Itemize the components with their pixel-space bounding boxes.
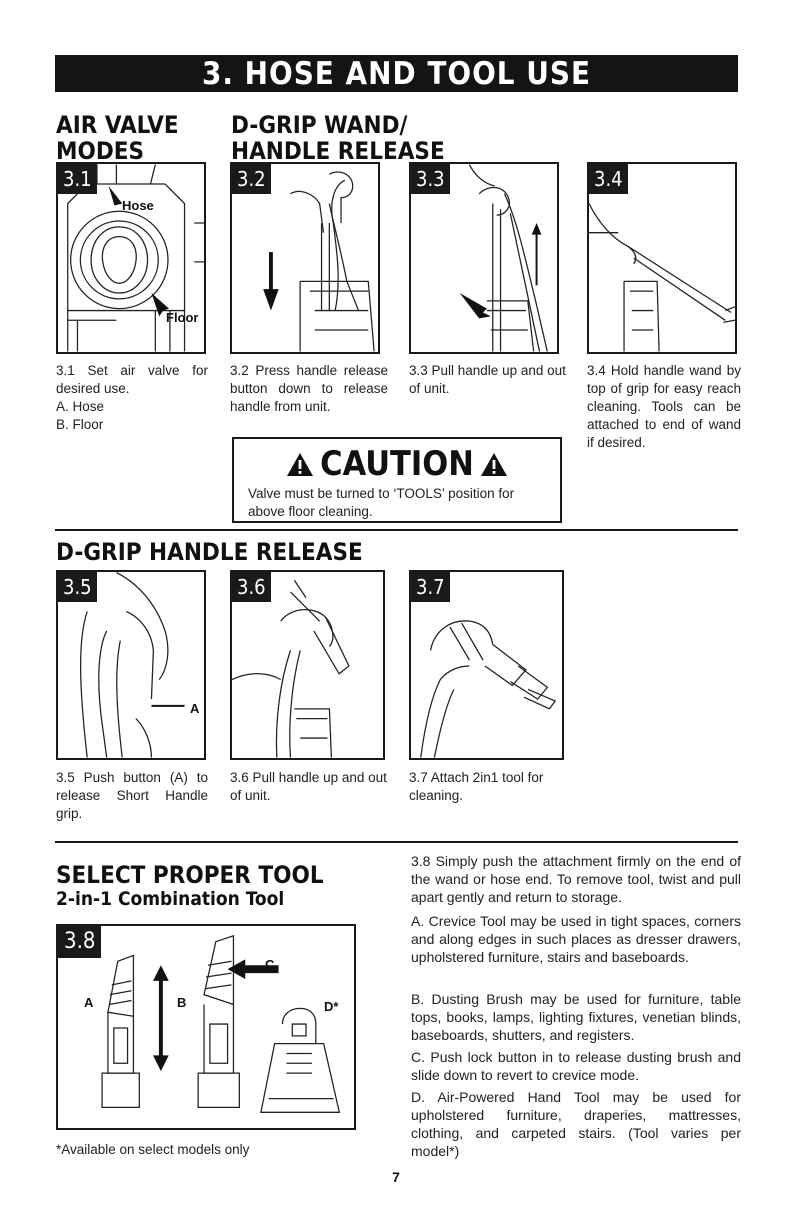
caption-3-4: 3.4 Hold handle wand by top of grip for … — [587, 363, 741, 450]
caption-3-7: 3.7 Attach 2in1 tool for cleaning. — [409, 770, 544, 803]
warning-triangle-icon — [480, 453, 507, 476]
figure-3-7-attach-tool: 3.7 — [409, 570, 564, 760]
pull-handle-illustration — [459, 164, 548, 352]
figure-3-1-air-valve: 3.1 Hose Floor — [56, 162, 206, 354]
heading-select-proper-tool: SELECT PROPER TOOL — [56, 861, 324, 889]
footnote: *Available on select models only — [56, 1142, 250, 1157]
attach-tool-illustration — [420, 620, 557, 758]
figure-tag-3-8: 3.8 — [58, 926, 102, 958]
figure-tag-3-3: 3.3 — [411, 164, 450, 194]
combination-tool-illustration — [101, 934, 341, 1113]
paragraph-hand-tool: D. Air-Powered Hand Tool may be used for… — [411, 1089, 741, 1159]
figure-3-8-combination-tool: 3.8 A B C D* — [56, 924, 356, 1130]
heading-air-valve-modes: AIR VALVE MODES — [56, 111, 179, 165]
section-divider — [55, 841, 738, 843]
crevice-tool-a-label: A — [84, 995, 94, 1010]
hand-tool-d-label: D* — [324, 999, 339, 1014]
figure-tag-3-4: 3.4 — [589, 164, 628, 194]
caption-3-2: 3.2 Press handle release button down to … — [230, 363, 388, 414]
hose-label: Hose — [122, 198, 154, 213]
caution-box: CAUTION Valve must be turned to ‘TOOLS’ … — [232, 437, 562, 523]
button-a-label: A — [190, 701, 200, 716]
page-number: 7 — [392, 1169, 400, 1185]
figure-3-3-pull-handle-up: 3.3 — [409, 162, 559, 354]
hold-wand-illustration — [589, 203, 735, 352]
figure-3-5-push-button: 3.5 A — [56, 570, 206, 760]
figure-3-6-pull-handle: 3.6 — [230, 570, 385, 760]
figure-3-2-press-release-button: 3.2 — [230, 162, 380, 354]
paragraph-3-8: 3.8 Simply push the attachment firmly on… — [411, 853, 741, 905]
section-banner: 3. HOSE AND TOOL USE — [55, 55, 738, 92]
caution-title: CAUTION — [234, 445, 560, 483]
figure-3-4-hold-handle-wand: 3.4 — [587, 162, 737, 354]
section-divider — [55, 529, 738, 531]
heading-d-grip-handle-release: D-GRIP HANDLE RELEASE — [56, 538, 363, 566]
caption-3-1: 3.1 Set air valve for desired use. A. Ho… — [56, 363, 208, 432]
figure-tag-3-5: 3.5 — [58, 572, 97, 602]
warning-triangle-icon — [287, 453, 314, 476]
figure-tag-3-2: 3.2 — [232, 164, 271, 194]
figure-tag-3-1: 3.1 — [58, 164, 97, 194]
caption-3-6: 3.6 Pull handle up and out of unit. — [230, 770, 387, 803]
figure-tag-3-6: 3.6 — [232, 572, 271, 602]
caution-text: Valve must be turned to ‘TOOLS’ position… — [248, 486, 515, 519]
caption-3-3: 3.3 Pull handle up and out of unit. — [409, 363, 566, 396]
heading-d-grip-wand-handle-release: D-GRIP WAND/ HANDLE RELEASE — [231, 111, 445, 165]
air-valve-illustration — [67, 164, 204, 352]
figure-tag-3-7: 3.7 — [411, 572, 450, 602]
paragraph-lock-button: C. Push lock button in to release dustin… — [411, 1049, 741, 1083]
floor-label: Floor — [166, 310, 199, 325]
push-button-illustration — [79, 572, 185, 758]
subheading-combination-tool: 2-in-1 Combination Tool — [56, 888, 285, 910]
lock-button-c-label: C — [265, 957, 275, 972]
section-banner-title: 3. HOSE AND TOOL USE — [201, 56, 592, 92]
handle-release-illustration — [263, 171, 375, 352]
dusting-brush-b-label: B — [177, 995, 187, 1010]
paragraph-dusting-brush: B. Dusting Brush may be used for furnitu… — [411, 991, 741, 1043]
paragraph-crevice-tool: A. Crevice Tool may be used in tight spa… — [411, 913, 741, 965]
pull-handle-out-illustration — [232, 579, 350, 758]
caption-3-5: 3.5 Push button (A) to release Short Han… — [56, 770, 208, 821]
